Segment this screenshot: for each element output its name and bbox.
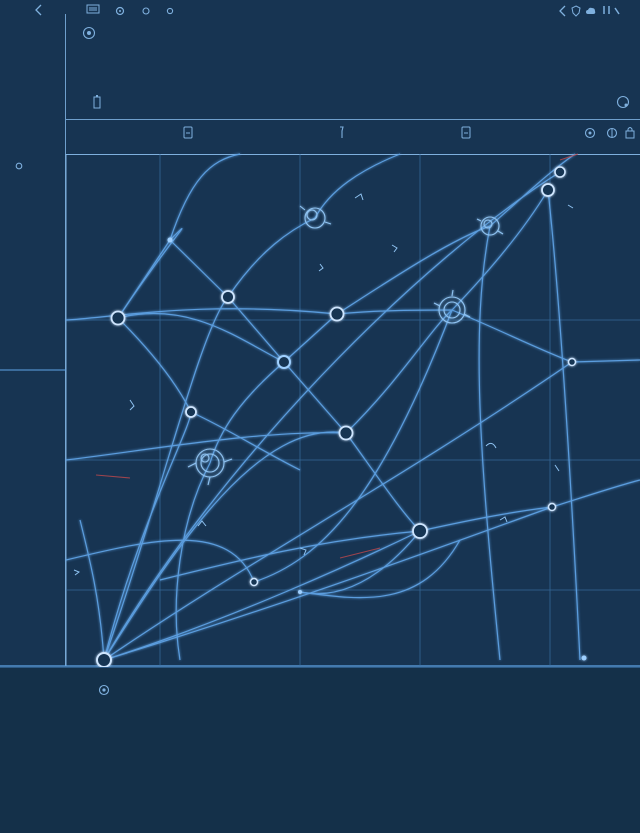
network-node[interactable] <box>221 290 235 304</box>
network-node[interactable] <box>167 237 173 243</box>
edge-markers <box>73 193 574 576</box>
network-node[interactable] <box>541 183 555 197</box>
network-node[interactable] <box>110 310 126 326</box>
network-node[interactable] <box>96 652 112 668</box>
target-icon[interactable] <box>82 26 96 40</box>
circle-icon[interactable] <box>141 6 151 16</box>
network-node[interactable] <box>329 306 345 322</box>
hub-node[interactable] <box>187 448 233 486</box>
circle-icon[interactable] <box>165 6 175 16</box>
battery-icon <box>93 95 101 109</box>
hub-node[interactable] <box>299 205 332 229</box>
network-node[interactable] <box>547 502 557 512</box>
network-node[interactable] <box>249 577 259 587</box>
point-marker-icon <box>14 161 24 171</box>
network-edges <box>65 153 640 661</box>
network-node[interactable] <box>277 355 291 369</box>
network-node[interactable] <box>554 166 566 178</box>
nav-back-icon[interactable] <box>558 5 568 17</box>
slides-icon[interactable] <box>86 4 100 14</box>
file-icon[interactable] <box>461 126 471 139</box>
bars-icon[interactable] <box>602 4 622 16</box>
network-node[interactable] <box>338 425 354 441</box>
lock-icon[interactable] <box>624 126 636 139</box>
network-node[interactable] <box>567 357 577 367</box>
network-node[interactable] <box>581 655 587 661</box>
grid-lines <box>66 154 640 666</box>
network-node[interactable] <box>412 523 428 539</box>
hub-clusters[interactable] <box>187 205 504 486</box>
back-icon[interactable] <box>34 4 44 16</box>
options-icon[interactable] <box>616 95 630 109</box>
pin-icon[interactable] <box>337 126 345 139</box>
layers-icon[interactable] <box>115 6 125 16</box>
top-toolbar <box>0 0 640 22</box>
hub-node[interactable] <box>476 216 504 236</box>
crosshair-icon[interactable] <box>606 127 618 139</box>
highlight-edges <box>95 153 579 559</box>
anchor-node-icon[interactable] <box>98 684 110 696</box>
shield-icon[interactable] <box>571 5 581 17</box>
bottom-panel <box>0 667 640 833</box>
network-node[interactable] <box>298 590 302 594</box>
diagram-canvas[interactable] <box>66 154 640 667</box>
file-icon[interactable] <box>183 126 193 139</box>
record-icon[interactable] <box>584 127 596 139</box>
network-nodes[interactable] <box>96 166 587 668</box>
cloud-icon[interactable] <box>585 6 597 16</box>
hub-node[interactable] <box>433 289 471 324</box>
header-divider <box>66 119 640 120</box>
network-node[interactable] <box>185 406 197 418</box>
